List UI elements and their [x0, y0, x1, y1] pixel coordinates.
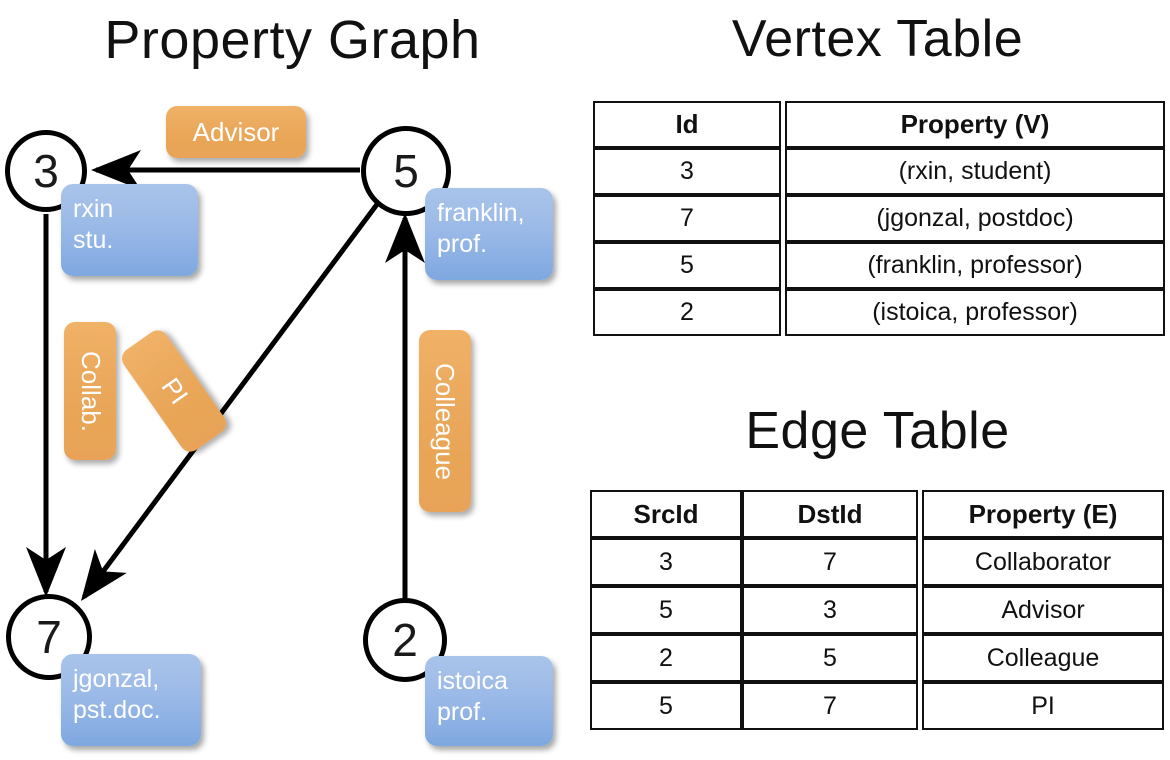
edge-label-advisor-text: Advisor: [192, 116, 280, 147]
edge-cell-srcid: 3: [590, 538, 742, 586]
table-header-row: SrcId DstId Property (E): [590, 490, 1164, 538]
node-property-line-2: prof.: [437, 230, 488, 258]
page-title-property-graph: Property Graph: [104, 10, 481, 70]
edge-header-srcid: SrcId: [590, 490, 742, 538]
edge-cell-property: PI: [922, 682, 1164, 730]
page-title-vertex-table: Vertex Table: [731, 10, 1024, 68]
edge-label-collab-text: Collab.: [75, 350, 106, 432]
node-property-line-2: stu.: [73, 226, 114, 254]
edge-cell-property: Advisor: [922, 586, 1164, 634]
edge-header-dstid: DstId: [742, 490, 918, 538]
node-property-box-istoica[interactable]: istoica prof.: [425, 656, 553, 746]
edge-table: SrcId DstId Property (E) 3 7 Collaborato…: [590, 490, 1164, 730]
table-row: 7 (jgonzal, postdoc): [593, 195, 1165, 242]
vertex-cell-id: 2: [593, 289, 781, 336]
node-property-line-1: istoica: [437, 667, 508, 695]
node-property-box-jgonzal[interactable]: jgonzal, pst.doc.: [61, 654, 201, 746]
table-row: 5 3 Advisor: [590, 586, 1164, 634]
edge-label-advisor[interactable]: Advisor: [166, 106, 306, 158]
graph-node-5[interactable]: 5: [361, 126, 451, 216]
table-row: 5 7 PI: [590, 682, 1164, 730]
vertex-header-id: Id: [593, 101, 781, 148]
node-property-line-1: franklin,: [437, 199, 525, 227]
edge-cell-srcid: 2: [590, 634, 742, 682]
vertex-cell-id: 3: [593, 148, 781, 195]
edge-label-pi[interactable]: PI: [117, 326, 231, 456]
table-row: 5 (franklin, professor): [593, 242, 1165, 289]
edge-header-property: Property (E): [922, 490, 1164, 538]
vertex-cell-id: 5: [593, 242, 781, 289]
edge-label-collab[interactable]: Collab.: [64, 322, 116, 460]
table-row: 3 7 Collaborator: [590, 538, 1164, 586]
edge-cell-property: Colleague: [922, 634, 1164, 682]
vertex-cell-id: 7: [593, 195, 781, 242]
edge-cell-srcid: 5: [590, 682, 742, 730]
edge-label-pi-text: PI: [155, 372, 194, 410]
edge-cell-dstid: 5: [742, 634, 918, 682]
page-title-edge-table: Edge Table: [745, 402, 1010, 460]
property-graph-panel: Property Graph 3 5 7 2 rxin stu. frankli…: [5, 10, 553, 746]
vertex-table: Id Property (V) 3 (rxin, student) 7 (jgo…: [593, 101, 1165, 336]
vertex-cell-property: (franklin, professor): [785, 242, 1165, 289]
table-row: 2 5 Colleague: [590, 634, 1164, 682]
vertex-header-property: Property (V): [785, 101, 1165, 148]
node-property-box-franklin[interactable]: franklin, prof.: [425, 188, 553, 280]
graph-node-3[interactable]: 3: [5, 130, 87, 212]
edge-label-colleague[interactable]: Colleague: [419, 330, 471, 512]
edge-cell-property: Collaborator: [922, 538, 1164, 586]
node-property-box-rxin[interactable]: rxin stu.: [61, 184, 198, 276]
vertex-cell-property: (rxin, student): [785, 148, 1165, 195]
edge-cell-dstid: 7: [742, 682, 918, 730]
table-row: 2 (istoica, professor): [593, 289, 1165, 336]
table-row: 3 (rxin, student): [593, 148, 1165, 195]
edge-cell-srcid: 5: [590, 586, 742, 634]
edge-cell-dstid: 3: [742, 586, 918, 634]
node-property-line-1: rxin: [73, 195, 114, 223]
vertex-cell-property: (jgonzal, postdoc): [785, 195, 1165, 242]
node-property-line-1: jgonzal,: [73, 665, 160, 693]
table-header-row: Id Property (V): [593, 101, 1165, 148]
edge-label-colleague-text: Colleague: [430, 362, 461, 480]
node-property-line-2: prof.: [437, 698, 488, 726]
edge-cell-dstid: 7: [742, 538, 918, 586]
vertex-cell-property: (istoica, professor): [785, 289, 1165, 336]
node-property-line-2: pst.doc.: [73, 696, 161, 724]
